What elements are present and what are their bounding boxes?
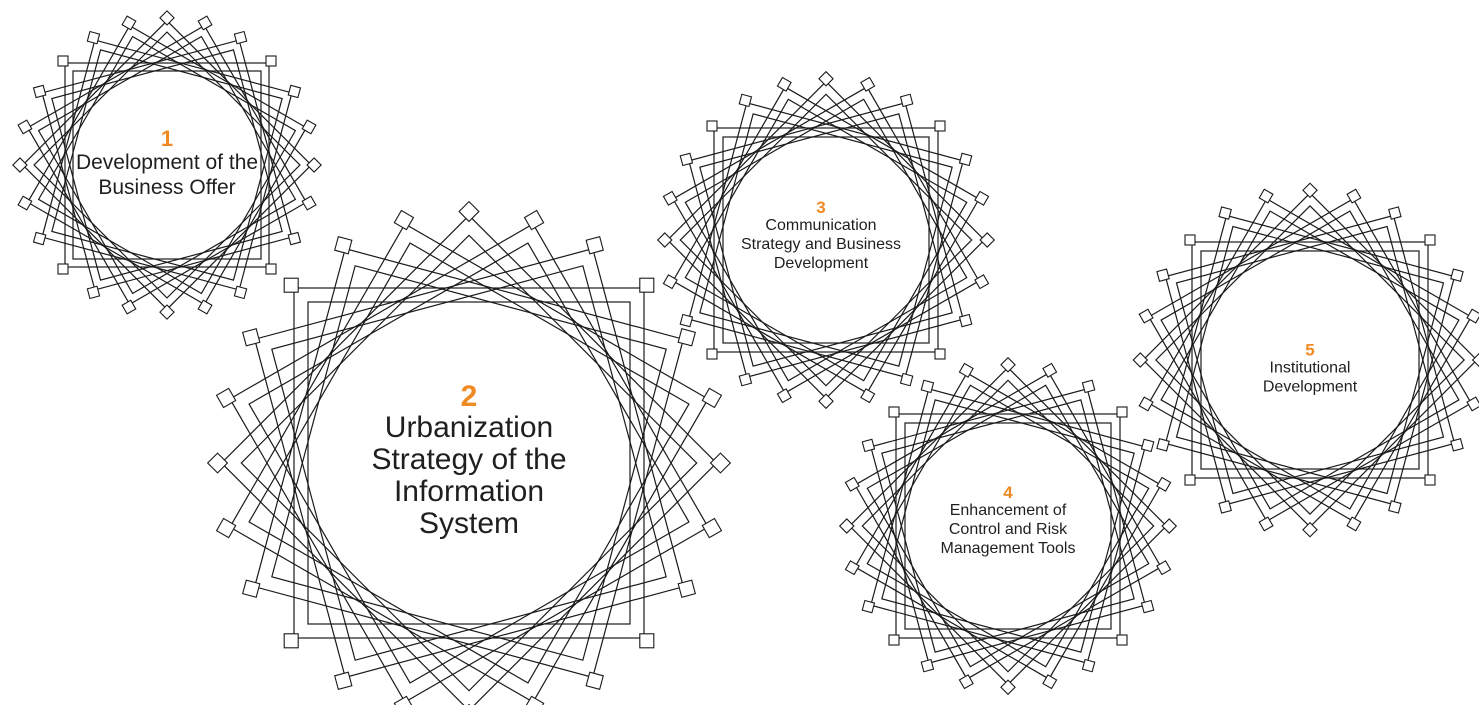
rosette-5-square-5	[1138, 188, 1479, 532]
item-5-number: 5	[1305, 340, 1315, 360]
rosette-1-icon	[12, 10, 322, 320]
rosette-2-icon	[206, 200, 732, 705]
rosette-2-square-3	[215, 209, 723, 705]
item-4-title: Enhancement of Control and Risk Manageme…	[940, 502, 1076, 557]
rosette-1-square-1	[57, 55, 277, 275]
rosette-3-square-5	[662, 76, 990, 404]
rosette-4-square-4	[838, 356, 1178, 696]
rosette-3-square-3	[662, 76, 990, 404]
rosette-1-square-6	[32, 30, 302, 300]
item-4-number: 4	[1003, 483, 1013, 502]
item-2-title: Urbanization Strategy of the Information…	[371, 411, 567, 540]
rosette-4-square-2	[861, 379, 1155, 673]
item-5-title: Institutional Development	[1262, 359, 1358, 396]
rosette-1-square-3	[17, 15, 317, 315]
item-4: 4 Enhancement of Control and Risk Manage…	[933, 484, 1083, 558]
rosette-1-square-4	[12, 10, 322, 320]
item-3-title: Communication Strategy and Business Deve…	[740, 217, 902, 272]
rosette-4-icon	[838, 356, 1178, 696]
rosette-5-square-4	[1132, 182, 1479, 538]
rosette-1-square-2	[32, 30, 302, 300]
rosette-2-square-5	[215, 209, 723, 705]
item-3-number: 3	[816, 198, 826, 217]
item-2-number: 2	[460, 380, 478, 413]
rosette-3-square-2	[679, 93, 973, 387]
rosette-3-square-4	[656, 70, 996, 410]
rosette-5-square-2	[1156, 206, 1464, 514]
rosette-2-square-4	[206, 200, 732, 705]
item-3: 3 Communication Strategy and Business De…	[736, 199, 906, 273]
rosette-2-square-6	[241, 235, 697, 691]
rosette-3-icon	[656, 70, 996, 410]
rosette-4-square-1	[888, 406, 1128, 646]
rosette-5-square-3	[1138, 188, 1479, 532]
item-5: 5 Institutional Development	[1235, 342, 1385, 397]
rosette-2-square-1	[283, 277, 655, 649]
rosette-1-square-5	[17, 15, 317, 315]
item-1: 1 Development of the Business Offer	[72, 128, 262, 200]
rosette-5-square-6	[1156, 206, 1464, 514]
item-1-number: 1	[160, 126, 174, 151]
rosette-5-square-1	[1184, 234, 1436, 486]
rosette-3-square-1	[706, 120, 946, 360]
rosette-3-square-6	[679, 93, 973, 387]
rosette-4-square-3	[844, 362, 1172, 690]
rosette-5-icon	[1132, 182, 1479, 538]
rosette-4-square-6	[861, 379, 1155, 673]
item-1-title: Development of the Business Offer	[75, 151, 259, 199]
item-2: 2 Urbanization Strategy of the Informati…	[354, 382, 584, 540]
rosette-4-square-5	[844, 362, 1172, 690]
rosette-2-square-2	[241, 235, 697, 691]
